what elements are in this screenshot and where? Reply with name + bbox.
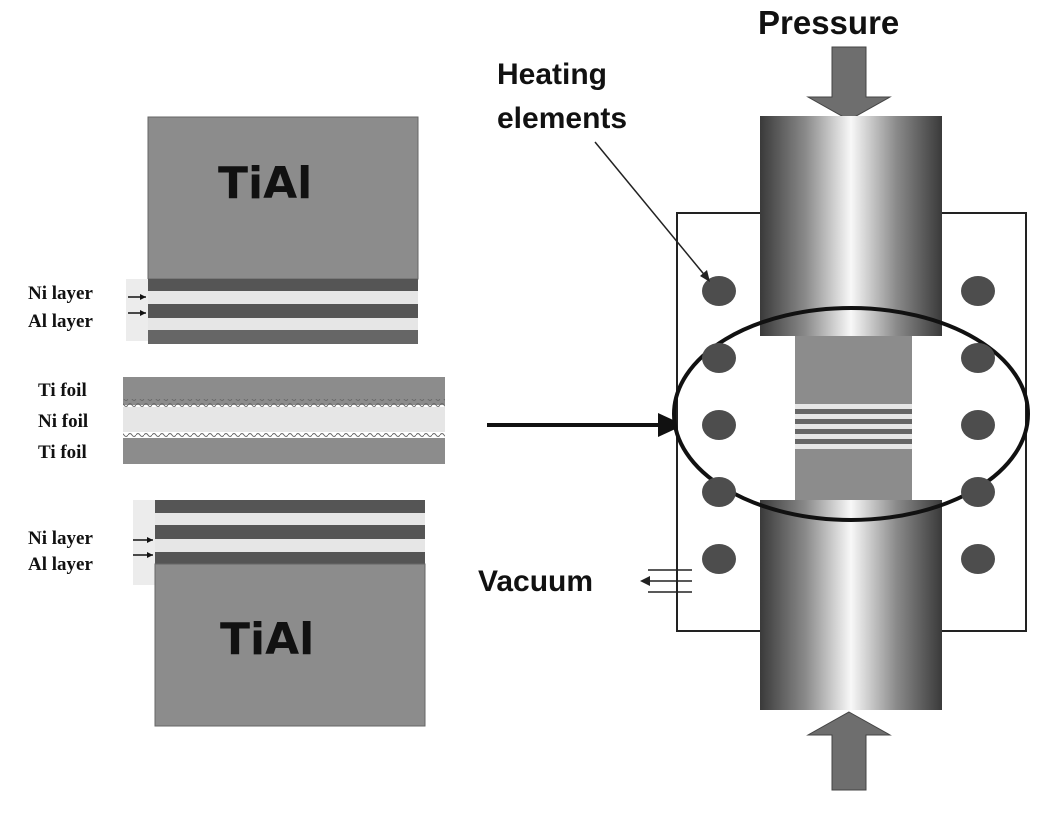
assembly-arrow-icon: [487, 413, 684, 437]
top-ni-layer-label: Ni layer: [28, 283, 93, 304]
heating-element: [702, 477, 736, 507]
bottom-ni-layer-label: Ni layer: [28, 528, 93, 549]
sample-upper-block: [795, 336, 912, 404]
lower-ram-cylinder: [760, 500, 942, 710]
heating-element: [702, 343, 736, 373]
heating-label-line-1: Heating: [497, 58, 607, 91]
vacuum-port-icon: [640, 569, 692, 593]
top-tial-block: TiAl: [126, 116, 419, 344]
bottom-label-tab: [133, 500, 155, 585]
bonding-apparatus: [594, 46, 1030, 791]
heating-element: [961, 276, 995, 306]
heating-leader-line: [594, 141, 708, 279]
heating-element: [961, 343, 995, 373]
bottom-al-layer-label: Al layer: [28, 554, 93, 575]
bottom-block-body: [154, 563, 426, 727]
heating-element: [961, 544, 995, 574]
pressure-label: Pressure: [758, 4, 899, 41]
heating-label-line-2: elements: [497, 102, 627, 135]
heating-elements-right: [961, 276, 995, 574]
top-stripe-4: [148, 318, 418, 330]
top-stripe-1: [148, 279, 418, 291]
top-al-layer-label: Al layer: [28, 311, 93, 332]
top-stripe-3: [148, 304, 418, 318]
heating-elements-left: [702, 276, 736, 574]
bonding-zone-highlight: [672, 306, 1030, 522]
heating-element: [961, 410, 995, 440]
vacuum-label: Vacuum: [478, 565, 593, 598]
bottom-stripe-3: [155, 525, 425, 539]
top-block-body: [147, 116, 419, 280]
top-stripe-2: [148, 291, 418, 304]
ni-foil-label: Ni foil: [38, 411, 88, 432]
bottom-tial-block: TiAl: [133, 500, 426, 727]
pressure-arrow-bottom-icon: [806, 711, 892, 791]
sample-lower-block: [795, 449, 912, 500]
ti-foil-bottom: [123, 438, 445, 464]
heating-element: [961, 477, 995, 507]
bottom-stripe-4: [155, 539, 425, 552]
top-layer-labels: Ni layer Al layer: [28, 283, 146, 332]
bottom-block-label: TiAl: [220, 614, 314, 665]
top-label-tab: [126, 279, 148, 341]
ni-foil: [123, 407, 445, 432]
bottom-stripe-2: [155, 513, 425, 525]
heating-element: [702, 276, 736, 306]
interlayer-foils: Ti foil Ni foil Ti foil: [38, 377, 445, 464]
top-block-label: TiAl: [218, 158, 312, 209]
bottom-layer-labels: Ni layer Al layer: [28, 528, 153, 575]
ti-foil-label-bottom: Ti foil: [38, 442, 87, 463]
bottom-stripe-5: [155, 552, 425, 564]
pressure-arrow-top-icon: [806, 46, 892, 121]
top-stripe-5: [148, 330, 418, 344]
upper-ram-cylinder: [760, 116, 942, 336]
heating-element: [702, 410, 736, 440]
heating-element: [702, 544, 736, 574]
bottom-stripe-1: [155, 500, 425, 513]
ti-foil-label-top: Ti foil: [38, 380, 87, 401]
